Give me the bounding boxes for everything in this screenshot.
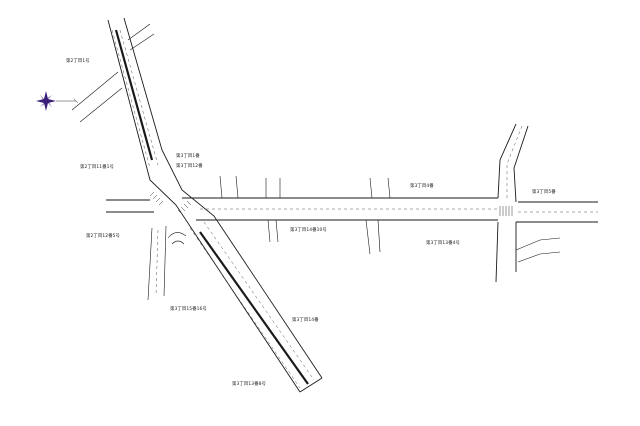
label-l8: 第3丁目5番: [532, 190, 556, 195]
label-l7: 第3丁目4番: [410, 184, 434, 189]
crosswalks: [149, 191, 513, 216]
label-l10: 第3丁目15番16号: [170, 307, 207, 312]
label-l9: 第3丁目13番4号: [426, 241, 461, 246]
north-east-road: [495, 123, 561, 283]
label-l12: 第3丁目13番8号: [232, 382, 267, 387]
label-l6: 第3丁目14番10号: [290, 228, 327, 233]
main-east-west-road: [182, 197, 598, 223]
label-l2: 第2丁目11番1号: [80, 165, 115, 170]
label-l11: 第3丁目14番: [292, 318, 319, 323]
side-streets: [219, 175, 391, 255]
label-l3: 第2丁目12番5号: [86, 234, 121, 239]
compass-rose-icon: [36, 91, 79, 111]
main-diagonal-road: [107, 17, 323, 393]
upper-left-side-street: [71, 23, 155, 123]
west-approach-road: [106, 199, 167, 301]
label-l1: 第2丁目1号: [66, 59, 90, 64]
label-l5: 第3丁目12番: [176, 164, 203, 169]
roundabout-island: [167, 232, 187, 245]
label-l4: 第3丁目1番: [176, 154, 200, 159]
